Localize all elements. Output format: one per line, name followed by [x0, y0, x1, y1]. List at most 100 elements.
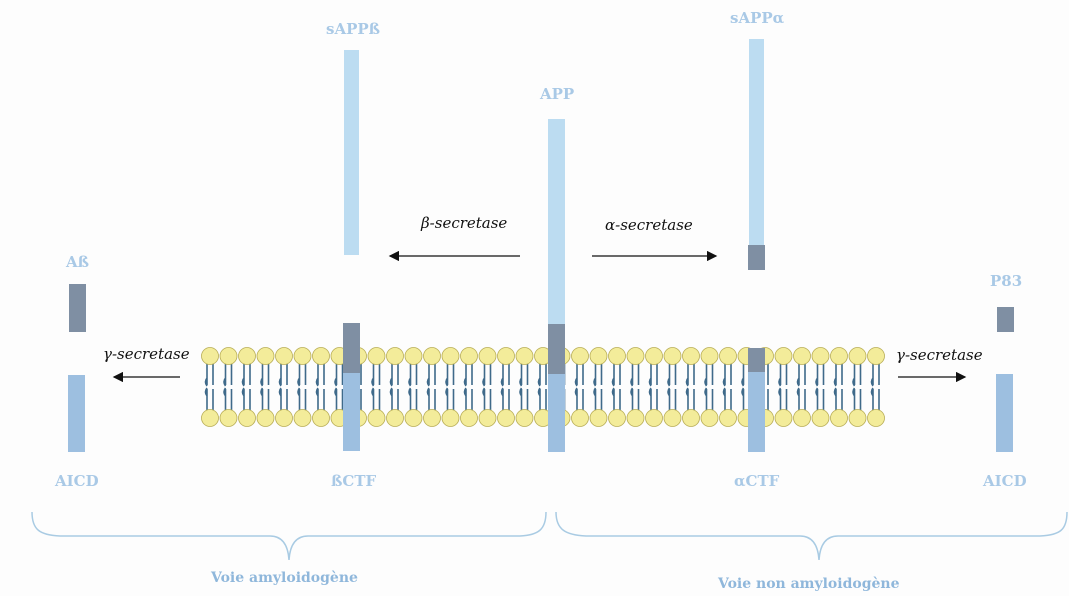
- lipid-head: [867, 409, 885, 427]
- lipid-tail: [685, 387, 695, 411]
- lipid-tail: [870, 363, 880, 387]
- lipid-tail: [630, 387, 640, 411]
- lipid-head: [663, 409, 682, 427]
- lipid-head: [460, 409, 478, 427]
- app-label: APP: [540, 85, 575, 103]
- lipid-tail: [852, 363, 862, 387]
- lipid-tail: [445, 363, 455, 387]
- lipid-tail: [445, 387, 455, 411]
- lipid-tail: [278, 363, 288, 387]
- lipid-tail: [463, 363, 473, 387]
- lipid-tail: [500, 363, 510, 387]
- lipid-tail: [223, 387, 233, 411]
- lipid-tail: [537, 387, 547, 411]
- lipid-head: [589, 409, 608, 427]
- actf-label: αCTF: [734, 472, 780, 490]
- lipid-head: [830, 347, 848, 365]
- lipid-head: [293, 347, 312, 365]
- lipid-head: [275, 409, 293, 427]
- lipid-tail: [648, 363, 658, 387]
- lipid-tail: [371, 363, 381, 387]
- lipid-tail: [241, 387, 251, 411]
- lipid-tail: [389, 363, 399, 387]
- lipid-tail: [297, 363, 307, 387]
- actf-bar: [748, 372, 765, 452]
- lipid-head: [238, 409, 256, 427]
- lipid-head: [367, 347, 386, 365]
- lipid-head: [608, 347, 626, 365]
- lipid-head: [238, 347, 256, 365]
- lipid-tail: [611, 363, 621, 387]
- lipid-head: [811, 409, 830, 427]
- lipid-tail: [833, 363, 843, 387]
- lipid-head: [219, 347, 238, 365]
- lipid-head: [404, 347, 423, 365]
- lipid-head: [645, 409, 663, 427]
- lipid-tail: [667, 387, 677, 411]
- amyloid-pathway-label: Voie amyloidogène: [211, 570, 358, 586]
- lipid-head: [774, 347, 793, 365]
- lipid-head: [201, 347, 219, 365]
- lipid-tail: [537, 363, 547, 387]
- lipid-head: [848, 347, 867, 365]
- lipid-head: [293, 409, 312, 427]
- lipid-tail: [519, 387, 529, 411]
- lipid-tail: [593, 387, 603, 411]
- lipid-tail: [278, 387, 288, 411]
- bctf-dark-segment: [343, 323, 360, 373]
- lipid-tail: [611, 387, 621, 411]
- sappb-bar: [344, 50, 359, 255]
- lipid-tail: [371, 387, 381, 411]
- lipid-tail: [204, 363, 214, 387]
- lipid-head: [404, 409, 423, 427]
- lipid-tail: [574, 387, 584, 411]
- beta-secretase-label: β-secretase: [421, 214, 508, 232]
- lipid-tail: [722, 387, 732, 411]
- lipid-tail: [593, 363, 603, 387]
- aicd-left-label: AICD: [55, 472, 99, 490]
- lipid-tail: [426, 387, 436, 411]
- lipid-head: [719, 409, 737, 427]
- lipid-tail: [315, 363, 325, 387]
- sappa-bar: [749, 39, 764, 245]
- lipid-head: [830, 409, 848, 427]
- lipid-tail: [833, 387, 843, 411]
- lipid-tail: [722, 363, 732, 387]
- lipid-head: [811, 347, 830, 365]
- lipid-head: [312, 409, 330, 427]
- lipid-tail: [389, 387, 399, 411]
- brace-amyloid: [31, 511, 547, 561]
- lipid-tail: [648, 387, 658, 411]
- lipid-head: [515, 347, 534, 365]
- gamma-secretase-right-label: γ-secretase: [896, 346, 983, 364]
- lipid-head: [201, 409, 219, 427]
- p83-label: P83: [990, 272, 1023, 290]
- aicd-left-bar: [68, 375, 85, 452]
- lipid-tail: [796, 363, 806, 387]
- lipid-head: [682, 409, 700, 427]
- ab-label: Aß: [66, 253, 90, 271]
- lipid-tail: [482, 387, 492, 411]
- lipid-tail: [463, 387, 473, 411]
- lipid-head: [589, 347, 608, 365]
- lipid-head: [478, 409, 497, 427]
- lipid-head: [571, 409, 589, 427]
- actf-dark-segment: [748, 348, 765, 372]
- lipid-head: [275, 347, 293, 365]
- brace-non-amyloid: [555, 511, 1068, 561]
- lipid-tail: [260, 387, 270, 411]
- lipid-head: [478, 347, 497, 365]
- lipid-head: [256, 409, 275, 427]
- lipid-head: [793, 409, 811, 427]
- lipid-head: [719, 347, 737, 365]
- lipid-tail: [574, 363, 584, 387]
- lipid-tail: [223, 363, 233, 387]
- lipid-tail: [870, 387, 880, 411]
- app-c-terminal: [548, 374, 565, 452]
- lipid-head: [867, 347, 885, 365]
- lipid-tail: [334, 387, 344, 411]
- lipid-head: [515, 409, 534, 427]
- sappa-dark-segment: [748, 245, 765, 270]
